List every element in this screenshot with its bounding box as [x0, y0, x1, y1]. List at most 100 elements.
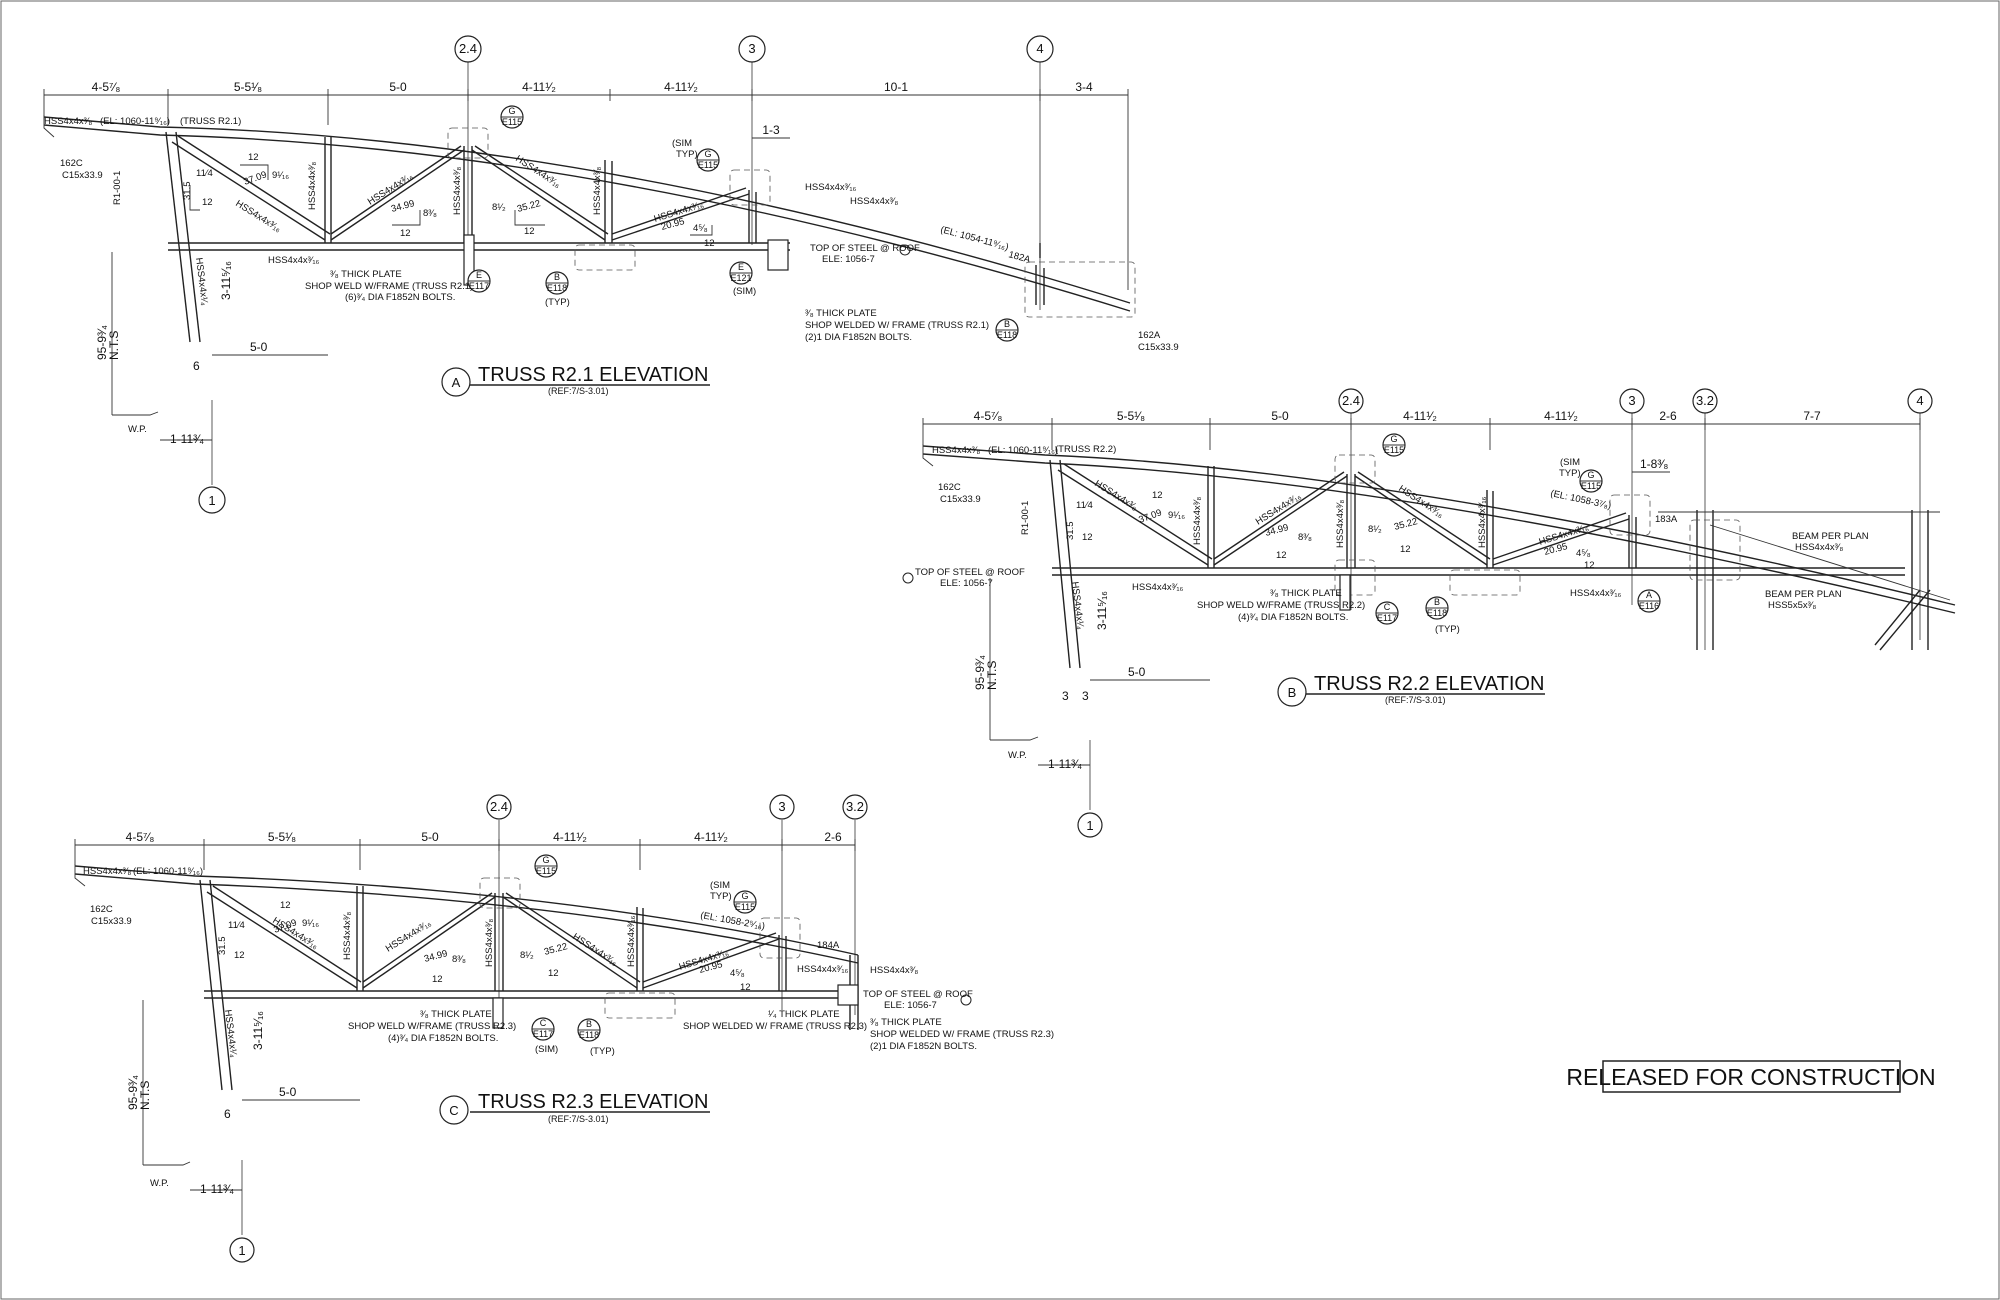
wp-leader — [112, 411, 159, 416]
dim-3115-c: 3-11⁵⁄₁₆ — [251, 1011, 265, 1050]
callout-g-sim[interactable]: G E115 — [696, 148, 720, 172]
ref-truss-c: (REF:7/S-3.01) — [548, 1114, 609, 1124]
grid-label-b-1: 1 — [1086, 818, 1093, 833]
callout-b2[interactable]: B E118 — [995, 318, 1019, 342]
plate-right-1: ³⁄₈ THICK PLATE — [805, 308, 877, 319]
view-letter-a: A — [452, 375, 461, 390]
sim-typ-c-1: (SIM — [710, 880, 730, 891]
callout-g[interactable]: G E115 — [500, 105, 524, 129]
dim-b-2: 5-5¹⁄₈ — [1117, 409, 1145, 423]
callout-c-g2[interactable]: G E115 — [733, 890, 757, 914]
b-slope1-b: 12 — [1082, 532, 1093, 543]
dim-50-c: 5-0 — [279, 1085, 297, 1099]
slope1-b2: 12 — [248, 152, 259, 163]
web-c-vert-1: HSS4x4x³⁄₈ — [342, 912, 353, 960]
b-slope1-b2: 12 — [1152, 490, 1163, 501]
dim-95-b-a: 95-9³⁄₄ — [973, 655, 987, 690]
web-verticals-b — [1207, 466, 1637, 568]
callout-e2-sheet: E121 — [730, 273, 751, 283]
dim-3a-b: 3 — [1062, 689, 1069, 703]
web-diag-label-1: HSS4x4x³⁄₁₆ — [233, 198, 283, 235]
callout-b-g2-letter: G — [1587, 470, 1594, 480]
callout-c-b-sheet: E118 — [579, 1030, 599, 1040]
web-b-vert-3: HSS4x4x³⁄₁₆ — [1477, 496, 1488, 548]
slope3-b: 12 — [524, 226, 535, 237]
callout-b-letter: B — [554, 272, 560, 282]
callout-c-g1[interactable]: G E115 — [534, 854, 558, 878]
callout-b[interactable]: B E118 — [545, 271, 569, 295]
grid-bubble-b-3[interactable] — [1619, 388, 1645, 414]
column-b-left — [1049, 459, 1071, 669]
grid-label-c-1: 1 — [238, 1243, 245, 1258]
top-chord-upper — [43, 116, 1131, 304]
dim-3b-b: 3 — [1082, 689, 1089, 703]
c-slope3-a: 8¹⁄₂ — [520, 950, 534, 961]
callout-c-b[interactable]: B E118 — [577, 1018, 601, 1042]
callout-c-c[interactable]: C E117 — [531, 1017, 555, 1041]
grid-bubble-c-2-4[interactable] — [486, 794, 512, 820]
detail-box-b-g — [1334, 454, 1376, 484]
wp-label: W.P. — [128, 424, 147, 435]
dim-50: 5-0 — [250, 340, 268, 354]
grid-bubble-b-1[interactable] — [1077, 812, 1103, 838]
beam2-2: HSS5x5x³⁄₈ — [1768, 600, 1816, 611]
typ-label-c: (TYP) — [590, 1046, 615, 1057]
grid-bubble-b-4[interactable] — [1907, 388, 1933, 414]
slope4-triangle — [690, 225, 713, 236]
callout-b-g2[interactable]: G E115 — [1579, 469, 1603, 493]
detail-box-g — [447, 127, 489, 159]
callout-b-g1-sheet: E115 — [1384, 445, 1404, 455]
dim-b-7: 7-7 — [1803, 409, 1821, 423]
c-slope4-a: 4⁵⁄₈ — [730, 968, 745, 979]
dim-a-1: 4-5⁷⁄₈ — [92, 80, 121, 94]
grid-bubble-b-2-4[interactable] — [1338, 388, 1364, 414]
grid-bubble-4[interactable] — [1026, 35, 1054, 63]
dim-a-6: 10-1 — [884, 80, 908, 94]
grid-bubble-2-4[interactable] — [454, 35, 482, 63]
mark-182a: 182A — [1007, 249, 1032, 266]
callout-b-a[interactable]: A E116 — [1637, 589, 1661, 613]
dim-1113-b: 1-11³⁄₄ — [1048, 757, 1082, 771]
dim-50-b: 5-0 — [1128, 665, 1146, 679]
callout-b-c[interactable]: C E117 — [1375, 601, 1399, 625]
dim-95-c-b: N.T.S — [138, 1081, 152, 1110]
callout-e2[interactable]: E E121 — [729, 261, 753, 285]
dim-3115-b: 3-11⁵⁄₁₆ — [1095, 591, 1109, 630]
c-left-b-1: 162C — [938, 482, 961, 493]
dim-95-b-b: N.T.S — [985, 661, 999, 690]
slope4-b: 12 — [704, 238, 715, 249]
el-right-c: (EL: 1058-2⁵⁄₁₆) — [699, 910, 765, 932]
grid-bubble-3[interactable] — [738, 35, 766, 63]
b-slope2-angle: 34.99 — [1264, 522, 1290, 539]
plate-right-2: SHOP WELDED W/ FRAME (TRUSS R2.1) — [805, 320, 989, 331]
grid-bubble-c-1[interactable] — [229, 1237, 255, 1263]
sim-typ-b-1: (SIM — [1560, 457, 1580, 468]
tos-c-2: ELE: 1056-7 — [884, 1000, 937, 1011]
web-verticals — [324, 137, 1045, 305]
elevation-marker-circle — [899, 244, 911, 256]
tos-c-1: TOP OF STEEL @ ROOF — [863, 989, 973, 1000]
callout-e1[interactable]: E E117 — [467, 269, 491, 293]
left-channel-end — [43, 115, 55, 138]
callout-b-b[interactable]: B E118 — [1425, 596, 1449, 620]
end-member-c2: HSS4x4x³⁄₁₆ — [797, 964, 849, 975]
typ-label-b: (TYP) — [1435, 624, 1460, 635]
b-slope1-d: 9¹⁄₁₆ — [1168, 510, 1185, 521]
callout-b-sheet: E118 — [547, 283, 567, 293]
dim-c-1: 4-5⁷⁄₈ — [126, 830, 155, 844]
mark-183a: 183A — [1655, 514, 1678, 525]
grid-label-c-3-2: 3.2 — [846, 799, 864, 814]
c-slope1-c: 31.5 — [217, 937, 228, 956]
grid-label-1: 1 — [208, 493, 215, 508]
top-chord-label-c: HSS4x4x³⁄₈ — [83, 866, 131, 877]
c-slope2-b: 12 — [432, 974, 443, 985]
callout-b-g1[interactable]: G E115 — [1382, 433, 1406, 457]
callout-g-sim-letter: G — [704, 149, 711, 159]
grid-bubble-c-3-2[interactable] — [842, 794, 868, 820]
el-left: (EL: 1060-11⁹⁄₁₆) — [100, 116, 170, 127]
grid-bubble-c-3[interactable] — [769, 794, 795, 820]
grid-bubble-1[interactable] — [198, 486, 226, 514]
b-slope1-angle: 37.09 — [1137, 507, 1163, 525]
grid-label-b-4: 4 — [1916, 393, 1923, 408]
grid-bubble-b-3-2[interactable] — [1692, 388, 1718, 414]
